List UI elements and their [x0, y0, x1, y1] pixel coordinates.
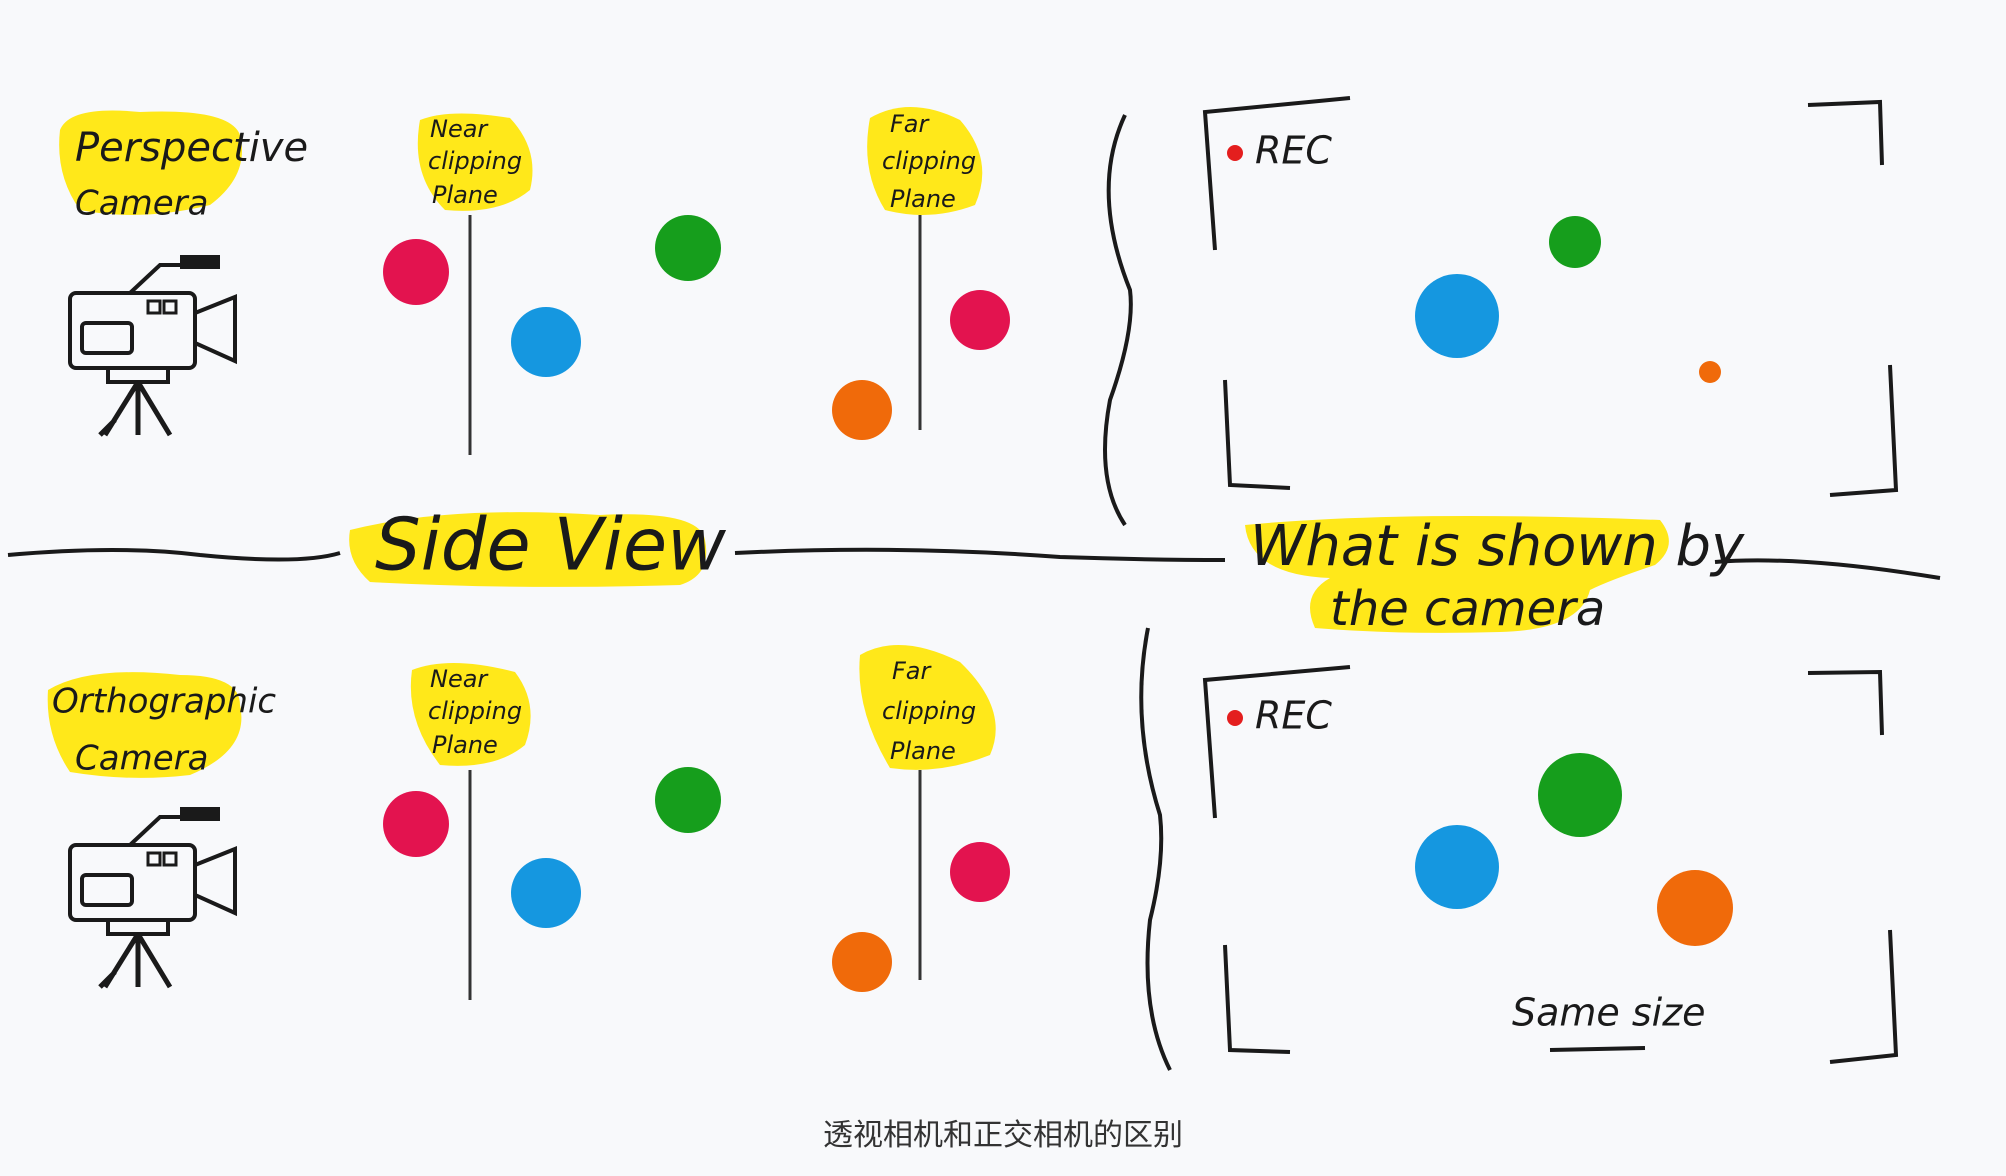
rec-label-bottom: REC [1255, 694, 1332, 738]
svg-text:clipping: clipping [882, 697, 976, 725]
orthographic-camera-label: Orthographic Camera [47, 672, 276, 779]
red-ball [383, 239, 449, 305]
blue-ball [511, 307, 581, 377]
svg-text:Near: Near [430, 115, 489, 143]
viewfinder-top [1202, 96, 1899, 497]
svg-text:Near: Near [430, 665, 489, 693]
svg-text:Far: Far [890, 110, 931, 138]
viewfinder-bottom [1202, 665, 1899, 1064]
brace-top [1103, 114, 1133, 527]
svg-text:clipping: clipping [428, 147, 522, 175]
rec-dot-icon [1227, 145, 1243, 161]
brace-bottom [1139, 627, 1172, 1071]
viewfinder-green-ball [1538, 753, 1622, 837]
svg-text:Plane: Plane [890, 185, 956, 213]
near-plane-label-top: Near clipping Plane [417, 113, 533, 211]
svg-text:Plane: Plane [890, 737, 956, 765]
green-ball [655, 767, 721, 833]
near-plane-label-bottom: Near clipping Plane [410, 662, 531, 766]
perspective-label-line1: Perspective [75, 125, 308, 171]
viewfinder-blue-ball [1415, 825, 1499, 909]
rec-label-top: REC [1255, 129, 1332, 173]
figure-caption: 透视相机和正交相机的区别 [823, 1118, 1183, 1153]
red-ball-far [950, 842, 1010, 902]
rec-dot-icon [1227, 710, 1243, 726]
orthographic-label-line2: Camera [75, 739, 208, 779]
far-plane-label-bottom: Far clipping Plane [859, 645, 996, 770]
divider-line-mid [734, 547, 1226, 562]
viewfinder-orange-ball [1657, 870, 1733, 946]
svg-text:the camera: the camera [1330, 581, 1605, 637]
viewfinder-orange-ball [1699, 361, 1721, 383]
far-plane-label-top: Far clipping Plane [867, 106, 983, 215]
same-size-underline [1549, 1046, 1646, 1052]
orange-ball [832, 932, 892, 992]
what-is-shown-title: What is shown by the camera [1245, 514, 1745, 637]
same-size-note: Same size [1512, 991, 1706, 1052]
perspective-camera-label: Perspective Camera [59, 110, 308, 224]
svg-text:Same size: Same size [1512, 991, 1706, 1035]
red-ball-far [950, 290, 1010, 350]
svg-text:clipping: clipping [882, 147, 976, 175]
divider-line-right [1714, 558, 1941, 580]
perspective-label-line2: Camera [75, 184, 208, 224]
orange-ball [832, 380, 892, 440]
blue-ball [511, 858, 581, 928]
side-view-title: Side View [349, 503, 726, 587]
video-camera-icon [70, 255, 235, 435]
svg-text:Plane: Plane [432, 181, 498, 209]
divider-line-left [7, 548, 341, 562]
green-ball [655, 215, 721, 281]
video-camera-icon [70, 807, 235, 987]
svg-text:Plane: Plane [432, 731, 498, 759]
svg-text:clipping: clipping [428, 697, 522, 725]
svg-text:Side View: Side View [375, 503, 726, 587]
svg-text:What is shown by: What is shown by [1250, 514, 1745, 579]
orthographic-label-line1: Orthographic [52, 682, 276, 722]
viewfinder-blue-ball [1415, 274, 1499, 358]
svg-text:Far: Far [892, 657, 933, 685]
viewfinder-green-ball [1549, 216, 1601, 268]
red-ball [383, 791, 449, 857]
